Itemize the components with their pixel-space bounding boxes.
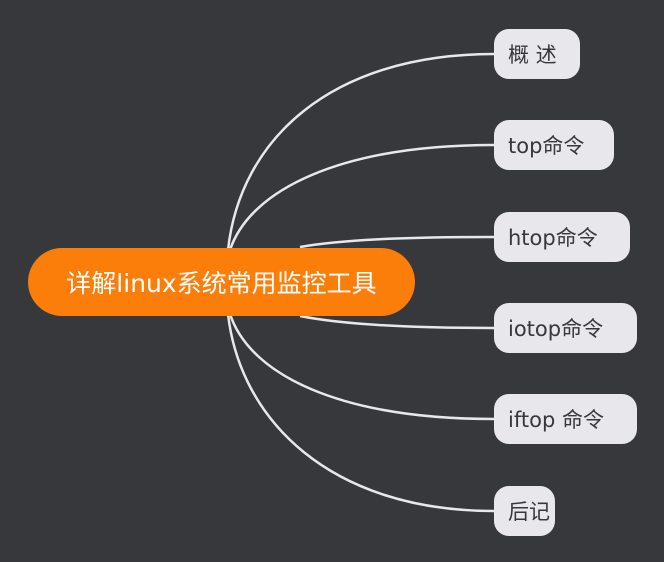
link-overview	[226, 52, 495, 251]
link-afterword	[226, 313, 495, 513]
node-htop-command[interactable]: htop命令	[494, 212, 630, 262]
node-overview[interactable]: 概 述	[494, 29, 580, 79]
link-iotop	[299, 314, 495, 330]
node-top-command[interactable]: top命令	[494, 120, 614, 170]
link-htop	[299, 235, 495, 249]
link-iftop	[228, 313, 495, 421]
root-node[interactable]: 详解linux系统常用监控工具	[28, 248, 415, 316]
node-iotop-command[interactable]: iotop命令	[494, 303, 637, 353]
link-top	[228, 143, 495, 251]
node-afterword[interactable]: 后记	[494, 486, 555, 536]
node-iftop-command[interactable]: iftop 命令	[494, 394, 637, 444]
